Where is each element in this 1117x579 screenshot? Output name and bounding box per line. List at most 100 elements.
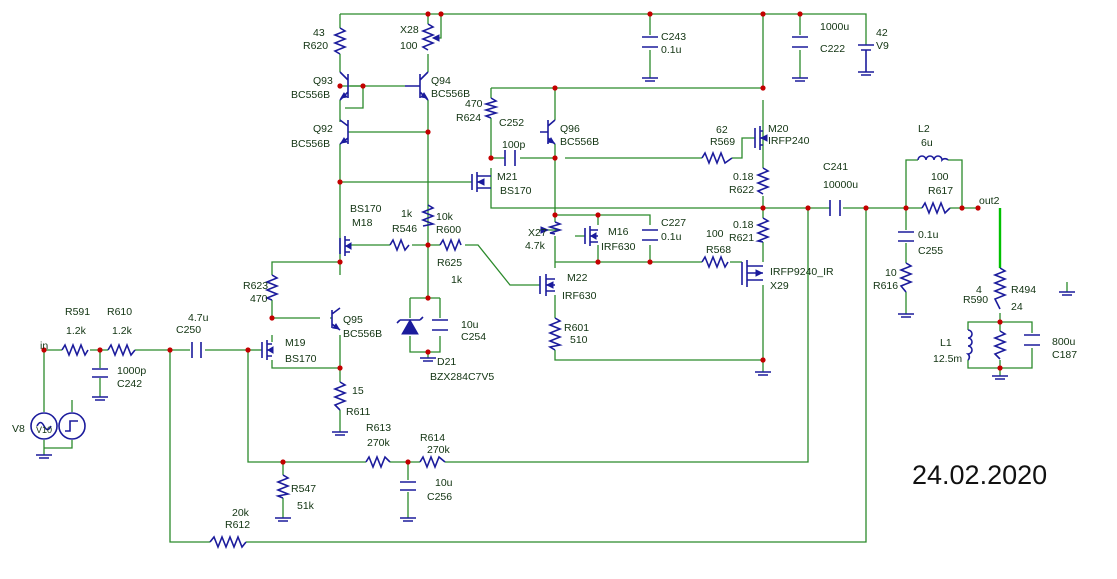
label-m21-model: BS170 [500, 185, 532, 197]
capacitor-c241[interactable] [829, 200, 841, 216]
pot-x28-wiper [431, 34, 440, 42]
transistor-q96[interactable] [540, 119, 556, 145]
mosfet-m22[interactable] [539, 274, 555, 296]
label-r610-value: 1.2k [112, 325, 133, 337]
resistor-r494[interactable] [992, 267, 1008, 310]
mosfet-m20[interactable] [754, 126, 768, 150]
inductor-l1[interactable] [965, 329, 973, 361]
label-v8-ref: V8 [12, 423, 25, 435]
resistor-r546[interactable] [389, 237, 410, 253]
label-r611-value: 15 [352, 385, 364, 397]
label-l1-value: 12.5m [933, 353, 962, 365]
label-r569-ref: R569 [710, 136, 735, 148]
label-c256-value: 10u [435, 477, 453, 489]
mosfet-x29[interactable] [741, 260, 764, 287]
resistor-r620[interactable] [332, 27, 348, 55]
label-v10-ref: V10 [36, 425, 52, 435]
resistor-r613[interactable] [365, 454, 391, 470]
capacitor-c252[interactable] [504, 150, 516, 166]
label-m19-ref: M19 [285, 337, 306, 349]
label-c187-ref: C187 [1052, 349, 1077, 361]
label-r620-value: 43 [313, 27, 325, 39]
label-r601-value: 510 [570, 334, 588, 346]
resistor-r612[interactable] [209, 534, 247, 550]
capacitor-c256[interactable] [400, 481, 416, 491]
schematic-date: 24.02.2020 [912, 460, 1047, 490]
label-q94-ref: Q94 [431, 75, 451, 87]
label-c243-ref: C243 [661, 31, 686, 43]
transistor-q94[interactable] [405, 71, 429, 101]
resistor-r625[interactable] [439, 237, 462, 253]
capacitor-c243[interactable] [642, 36, 658, 48]
source-v10[interactable] [58, 412, 86, 440]
label-q95-model: BC556B [343, 328, 382, 340]
resistor-r547[interactable] [275, 474, 291, 499]
junction-dots [41, 11, 1003, 465]
label-q92-model: BC556B [291, 138, 330, 150]
label-d21-ref: D21 [437, 356, 456, 368]
resistor-r623[interactable] [264, 274, 280, 301]
resistor-r624[interactable] [483, 97, 499, 119]
label-x28-ref: X28 [400, 24, 419, 36]
resistor-r610[interactable] [107, 342, 136, 358]
inductor-l2[interactable] [917, 155, 949, 163]
resistor-r590[interactable] [992, 330, 1008, 360]
label-m16-model: IRF630 [601, 241, 636, 253]
components [30, 23, 1075, 550]
capacitor-c254[interactable] [432, 319, 448, 331]
resistor-r617[interactable] [921, 200, 951, 216]
capacitor-c242[interactable] [92, 368, 108, 378]
pot-x28[interactable] [420, 23, 436, 51]
resistor-r601[interactable] [547, 317, 563, 351]
resistor-r614[interactable] [419, 454, 446, 470]
resistor-r591[interactable] [61, 342, 89, 358]
resistor-r622[interactable] [755, 167, 771, 195]
label-q92-ref: Q92 [313, 123, 333, 135]
label-r591-value: 1.2k [66, 325, 87, 337]
resistor-r569[interactable] [701, 150, 733, 166]
resistor-r621[interactable] [755, 217, 771, 243]
resistor-r568[interactable] [701, 254, 729, 270]
pot-x27[interactable] [547, 221, 563, 235]
capacitor-c227[interactable] [642, 229, 658, 241]
mosfet-m18[interactable] [339, 236, 352, 256]
capacitor-c187[interactable] [1024, 334, 1040, 346]
resistor-r611[interactable] [332, 381, 348, 411]
capacitor-c255[interactable] [898, 231, 914, 242]
label-r601-ref: R601 [564, 322, 589, 334]
label-c252-ref: C252 [499, 117, 524, 129]
transistor-q92[interactable] [339, 119, 349, 145]
transistor-q95[interactable] [331, 307, 341, 331]
wires [43, 13, 1068, 543]
supply-v9[interactable] [858, 44, 874, 72]
transistor-q93[interactable] [339, 71, 349, 101]
label-r620-ref: R620 [303, 40, 328, 52]
label-m18-ref: M18 [352, 217, 373, 229]
mosfet-m16[interactable] [584, 226, 598, 246]
label-m16-ref: M16 [608, 226, 629, 238]
label-r617-ref: R617 [928, 185, 953, 197]
label-r617-value: 100 [931, 171, 949, 183]
label-c227-ref: C227 [661, 217, 686, 229]
label-m20-ref: M20 [768, 123, 789, 135]
label-c252-value: 100p [502, 139, 526, 151]
label-c242-value: 1000p [117, 365, 146, 377]
resistor-r616[interactable] [898, 262, 914, 293]
mosfet-m21[interactable] [471, 172, 491, 192]
mosfet-m19[interactable] [261, 340, 274, 360]
label-q94-model: BC556B [431, 88, 470, 100]
zener-d21[interactable] [396, 316, 424, 335]
resistor-r600[interactable] [420, 204, 436, 227]
source-v8[interactable] [30, 412, 58, 440]
label-c187-value: 800u [1052, 336, 1076, 348]
label-m22-ref: M22 [567, 272, 588, 284]
capacitor-c222[interactable] [792, 36, 808, 48]
label-r546-ref: R546 [392, 223, 417, 235]
label-q96-model: BC556B [560, 136, 599, 148]
label-c222-ref: C222 [820, 43, 845, 55]
capacitor-c250[interactable] [191, 342, 202, 358]
label-out-net: out2 [979, 195, 1000, 207]
ground-symbols [36, 71, 1075, 522]
label-l2-value: 6u [921, 137, 933, 149]
